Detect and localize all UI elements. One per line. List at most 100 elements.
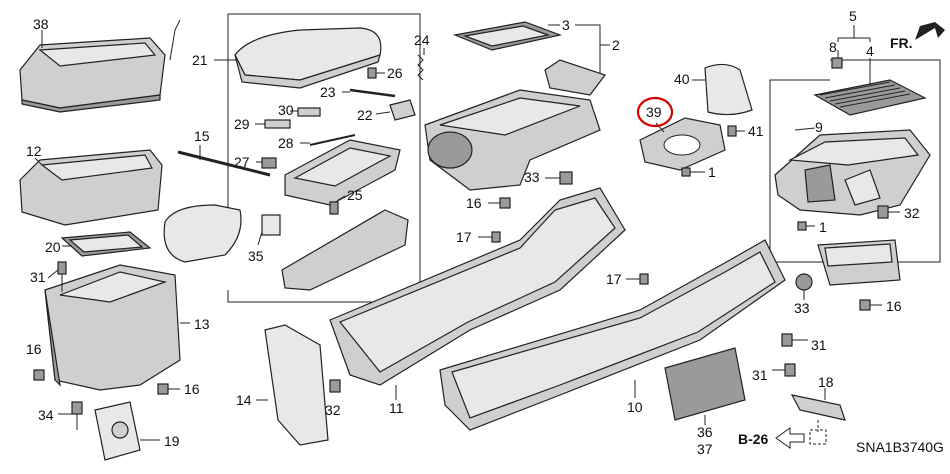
label-16d: 16 xyxy=(886,298,902,314)
ref-arrow-icon xyxy=(775,427,805,449)
part-1-clip-a xyxy=(681,167,691,177)
part-10-side-panel xyxy=(439,239,786,431)
diagram-code: SNA1B3740G xyxy=(856,439,944,455)
label-5: 5 xyxy=(849,8,857,24)
part-16-clip-left xyxy=(33,369,45,381)
hinge-base xyxy=(284,139,401,206)
part-2-box xyxy=(424,59,606,191)
label-15: 15 xyxy=(194,128,210,144)
part-21-lid xyxy=(234,27,382,89)
label-33b: 33 xyxy=(794,300,810,316)
label-3: 3 xyxy=(562,17,570,33)
label-37: 37 xyxy=(697,441,713,457)
front-arrow-icon xyxy=(915,22,945,40)
part-29-pad xyxy=(264,119,291,129)
part-31-bolt-top xyxy=(781,333,793,347)
label-17b: 17 xyxy=(606,271,622,287)
label-24: 24 xyxy=(414,32,430,48)
lead-12 xyxy=(34,157,43,166)
part-41-screw xyxy=(727,125,737,137)
part-17-clip-left xyxy=(491,231,501,243)
part-15-rod xyxy=(177,150,271,177)
label-23: 23 xyxy=(320,84,336,100)
part-23-pin xyxy=(349,88,396,98)
part-24-spring xyxy=(417,54,424,81)
label-27: 27 xyxy=(234,154,250,170)
part-40-boot xyxy=(704,63,753,116)
label-40: 40 xyxy=(674,71,690,87)
label-29: 29 xyxy=(234,116,250,132)
label-18: 18 xyxy=(818,374,834,390)
part-30-pad xyxy=(297,107,321,117)
part-shift-panel xyxy=(774,129,931,216)
part-32-clip-bottom xyxy=(329,379,341,393)
armrest-cushion xyxy=(163,204,242,263)
label-1a: 1 xyxy=(708,164,716,180)
label-20: 20 xyxy=(45,239,61,255)
part-14-trim xyxy=(264,324,329,446)
label-36: 36 xyxy=(697,424,713,440)
label-28: 28 xyxy=(278,135,294,151)
part-17-clip-right xyxy=(639,273,649,285)
label-19: 19 xyxy=(164,433,180,449)
label-32a: 32 xyxy=(904,205,920,221)
label-31c: 31 xyxy=(752,367,768,383)
label-9: 9 xyxy=(815,119,823,135)
label-35: 35 xyxy=(248,248,264,264)
part-36-pad xyxy=(664,347,746,421)
ref-label: B-26 xyxy=(738,431,769,447)
label-31b: 31 xyxy=(811,337,827,353)
lead-39 xyxy=(655,122,665,133)
part-31-bolt-left xyxy=(57,261,67,292)
label-25: 25 xyxy=(347,187,363,203)
part-16-clip-mid xyxy=(157,383,169,395)
part-4-panel xyxy=(813,79,927,116)
part-28-rod xyxy=(309,134,356,146)
part-27-clip xyxy=(261,157,277,169)
part-33-clip-right xyxy=(795,273,813,291)
part-16-clip-center xyxy=(499,197,511,209)
part-35-clip xyxy=(261,214,281,236)
label-21: 21 xyxy=(192,52,208,68)
lead-35 xyxy=(257,231,263,246)
label-16a: 16 xyxy=(26,341,42,357)
part-cup-tray xyxy=(817,239,901,286)
lead-25 xyxy=(337,195,346,201)
part-26-screw xyxy=(367,67,377,79)
part-18-bracket xyxy=(790,394,846,421)
label-38: 38 xyxy=(33,16,49,32)
lid-inner-panel xyxy=(281,209,409,291)
front-label: FR. xyxy=(890,35,913,51)
part-8-clip xyxy=(831,57,843,69)
part-20-mat xyxy=(60,231,152,257)
label-16b: 16 xyxy=(184,381,200,397)
label-31a: 31 xyxy=(30,269,46,285)
label-4: 4 xyxy=(866,43,874,59)
part-3-mat xyxy=(452,21,563,51)
part-16-clip-right xyxy=(859,299,871,311)
label-22: 22 xyxy=(357,107,373,123)
label-34: 34 xyxy=(38,407,54,423)
left-group-bracket xyxy=(169,19,181,61)
ref-box xyxy=(809,429,827,445)
label-14: 14 xyxy=(236,392,252,408)
part-33-clip-top xyxy=(559,171,573,185)
part-22-latch xyxy=(389,99,416,121)
highlight-circle-39 xyxy=(636,96,674,128)
label-8: 8 xyxy=(829,39,837,55)
label-33a: 33 xyxy=(524,169,540,185)
part-12-tray xyxy=(19,149,163,226)
part-38-tray xyxy=(19,37,166,113)
part-11-side-panel xyxy=(329,187,626,386)
part-31-bolt-low xyxy=(784,363,796,377)
part-32-clip-right xyxy=(877,205,889,219)
label-12: 12 xyxy=(26,143,42,159)
part-13-bracket xyxy=(44,264,181,391)
label-13: 13 xyxy=(194,316,210,332)
part-39-ring xyxy=(639,117,726,171)
label-16c: 16 xyxy=(466,195,482,211)
label-17a: 17 xyxy=(456,229,472,245)
part-25-screw xyxy=(329,201,339,215)
label-30: 30 xyxy=(278,102,294,118)
lead-22 xyxy=(375,111,391,115)
